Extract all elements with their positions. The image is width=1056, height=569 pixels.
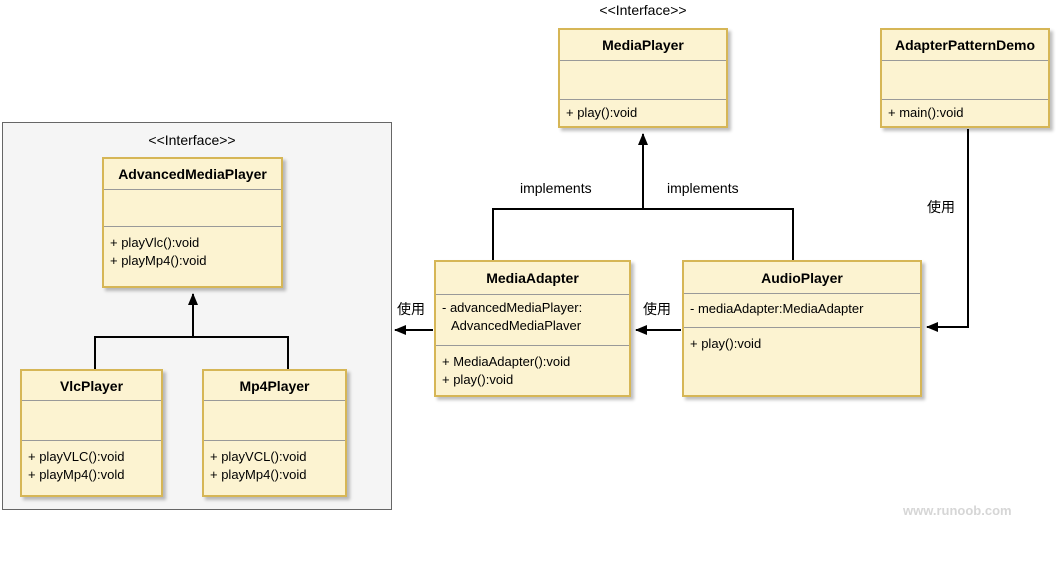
uses-label-demo: 使用 [927, 199, 955, 215]
class-attributes-section [204, 400, 345, 440]
attribute-line: - advancedMediaPlayer: [442, 300, 583, 315]
class-attributes-section: - advancedMediaPlayer: AdvancedMediaPlav… [436, 294, 629, 345]
method-line: + MediaAdapter():void [442, 354, 571, 369]
class-title: AdapterPatternDemo [894, 37, 1036, 53]
class-methods-section: + play():void [560, 99, 726, 126]
class-media-player: MediaPlayer + play():void [558, 28, 728, 128]
class-attributes-section: - mediaAdapter:MediaAdapter [684, 293, 920, 327]
class-title: MediaAdapter [486, 270, 579, 286]
class-audio-player: AudioPlayer - mediaAdapter:MediaAdapter … [682, 260, 922, 397]
attribute-line: - mediaAdapter:MediaAdapter [690, 301, 864, 316]
class-title: MediaPlayer [602, 37, 684, 53]
method-line: + playVlc():void [110, 235, 200, 250]
method-line: + playMp4():void [110, 253, 207, 268]
implements-label-right: implements [667, 180, 739, 196]
class-title: Mp4Player [239, 377, 310, 394]
method-line: + playVLC():void [28, 449, 125, 464]
class-title: VlcPlayer [59, 377, 124, 394]
class-methods-section: + play():void [684, 327, 920, 395]
method-line: + play():void [442, 372, 514, 387]
class-title: AdvancedMediaPlayer [118, 166, 267, 182]
class-attributes-section [22, 400, 161, 440]
interface-stereotype-advancedmediaplayer: <<Interface>> [148, 132, 236, 148]
method-line: + playMp4():void [210, 467, 307, 482]
uses-label-media-adapter: 使用 [397, 301, 425, 317]
class-mp4-player: Mp4Player + playVCL():void + playMp4():v… [202, 369, 347, 497]
class-advanced-media-player: AdvancedMediaPlayer + playVlc():void + p… [102, 157, 283, 288]
implements-connector-branch [492, 208, 794, 260]
implements-label-left: implements [520, 180, 592, 196]
class-adapter-pattern-demo: AdapterPatternDemo + main():void [880, 28, 1050, 128]
class-methods-section: + main():void [882, 99, 1048, 126]
attribute-line: AdvancedMediaPlaver [451, 318, 582, 333]
class-vlc-player: VlcPlayer + playVLC():void + playMp4():v… [20, 369, 163, 497]
class-methods-section: + playVCL():void + playMp4():void [204, 440, 345, 495]
class-title: AudioPlayer [761, 269, 843, 286]
method-line: + main():void [888, 105, 964, 120]
uses-connector-demo [926, 129, 969, 332]
class-media-adapter: MediaAdapter - advancedMediaPlayer: Adva… [434, 260, 631, 397]
watermark-text: www.runoob.com [903, 503, 1012, 518]
class-methods-section: + playVlc():void + playMp4():void [104, 226, 281, 286]
class-attributes-section [882, 60, 1048, 99]
interface-stereotype-mediaplayer: <<Interface>> [599, 2, 687, 18]
method-line: + play():void [690, 336, 762, 351]
method-line: + play():void [566, 105, 638, 120]
class-attributes-section [560, 60, 726, 99]
method-line: + playMp4():vold [28, 467, 125, 482]
class-methods-section: + playVLC():void + playMp4():vold [22, 440, 161, 495]
method-line: + playVCL():void [210, 449, 307, 464]
class-attributes-section [104, 189, 281, 226]
class-methods-section: + MediaAdapter():void + play():void [436, 345, 629, 395]
uses-label-audio-player: 使用 [643, 301, 671, 317]
